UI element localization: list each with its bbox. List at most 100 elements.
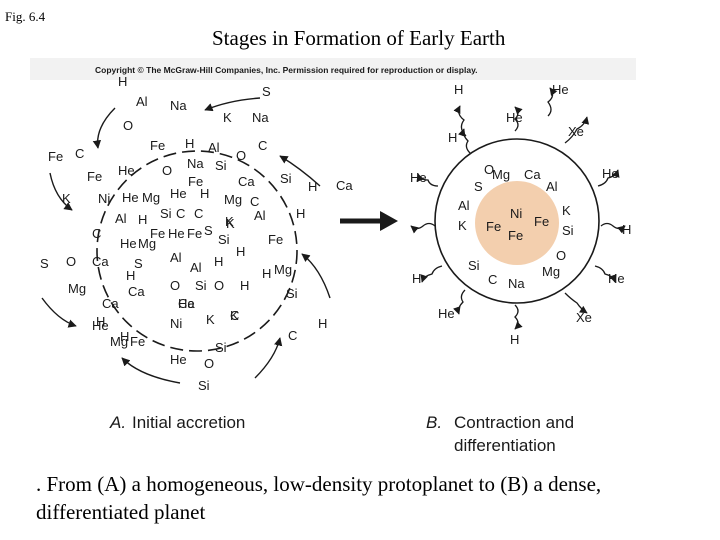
accretion-element-label: H [185,136,194,151]
accretion-element-label: Fe [130,334,145,349]
panel-a-label: Initial accretion [132,413,245,432]
accretion-element-label: Mg [224,192,242,207]
gas-escape-arrow [594,265,617,283]
mantle-element-label: K [562,203,571,218]
accretion-element-label: He [170,186,187,201]
accretion-element-label: H [240,278,249,293]
accretion-element-label: Ni [98,191,110,206]
accretion-element-label: Al [170,250,182,265]
infall-arrow [41,297,77,328]
accretion-element-label: Ca [128,284,145,299]
core-element-label: Fe [534,214,549,229]
accretion-element-label: Si [198,378,210,393]
escaping-gas-label: Xe [568,124,584,139]
accretion-element-label: H [138,212,147,227]
gas-escape-arrow [410,222,436,234]
accretion-element-label: H [214,254,223,269]
accretion-element-label: Si [160,206,172,221]
planet-core [475,181,559,265]
accretion-element-label: He [92,318,109,333]
accretion-element-label: S [40,256,49,271]
accretion-element-label: Mg [142,190,160,205]
accretion-element-label: Si [215,158,227,173]
panel-b-label-line2: differentiation [454,436,556,455]
accretion-element-label: Ca [178,296,195,311]
accretion-element-label: Al [136,94,148,109]
escaping-gas-label: He [602,166,619,181]
accretion-element-label: S [134,256,143,271]
accretion-element-label: H [200,186,209,201]
mantle-element-label: Si [468,258,480,273]
accretion-element-label: Fe [48,149,63,164]
accretion-element-label: Al [190,260,202,275]
gas-escape-arrow [547,87,558,117]
mantle-element-label: O [556,248,566,263]
infall-arrow [279,155,321,187]
accretion-element-label: K [225,214,234,229]
accretion-element-label: H [262,266,271,281]
accretion-element-label: S [204,223,213,238]
accretion-element-label: O [214,278,224,293]
accretion-element-label: Mg [274,262,292,277]
infall-arrow [92,107,116,149]
accretion-element-label: He [120,236,137,251]
accretion-element-label: C [75,146,84,161]
mantle-element-label: Na [508,276,525,291]
accretion-element-label: Si [218,232,230,247]
accretion-element-label: Fe [150,226,165,241]
mantle-element-label: O [484,162,494,177]
earth-formation-figure: Copyright © The McGraw-Hill Companies, I… [30,58,640,463]
accretion-element-label: Al [254,208,266,223]
accretion-element-label: H [96,314,105,329]
escaping-gas-label: H [510,332,519,347]
mantle-element-label: K [458,218,467,233]
infall-arrow [204,97,261,112]
accretion-element-label: C [230,308,239,323]
accretion-element-label: H [120,329,129,344]
accretion-element-label: He [122,190,139,205]
accretion-element-label: Al [115,211,127,226]
mantle-element-label: Ca [524,167,541,182]
accretion-element-label: Si [280,171,292,186]
accretion-element-label: He [118,163,135,178]
mantle-element-label: Mg [492,167,510,182]
accretion-element-label: Na [252,110,269,125]
infall-arrow [254,337,283,379]
accretion-element-label: Na [170,98,187,113]
accretion-element-label: Na [187,156,204,171]
accretion-element-label: C [194,206,203,221]
accretion-element-label: H [296,206,305,221]
core-element-label: Fe [508,228,523,243]
gas-escape-arrow [453,289,466,315]
accretion-element-label: O [162,163,172,178]
gas-escape-arrow [514,106,523,132]
escaping-gas-label: H [454,82,463,97]
mantle-element-label: Si [562,223,574,238]
slide-title: Stages in Formation of Early Earth [212,26,506,50]
accretion-element-label: C [258,138,267,153]
accretion-element-label: C [288,328,297,343]
gas-escape-arrow [458,128,471,154]
accretion-element-label: H [118,74,127,89]
escaping-gas-label: He [552,82,569,97]
gas-escape-arrow [514,304,523,330]
mantle-element-label: C [488,272,497,287]
accretion-element-label: Ca [238,174,255,189]
accretion-element-label: He [170,352,187,367]
accretion-element-label: Mg [68,281,86,296]
mantle-element-label: Al [458,198,470,213]
accretion-element-label: Fe [150,138,165,153]
accretion-element-label: O [236,148,246,163]
gas-escape-arrow [564,292,588,314]
accretion-element-label: Si [195,278,207,293]
panel-b-letter: B. [426,413,442,432]
slide-caption: . From (A) a homogeneous, low-density pr… [36,472,602,524]
gas-escape-arrow [597,169,620,187]
panel-a-letter: A. [109,413,126,432]
escaping-gas-label: He [410,170,427,185]
accretion-element-label: Fe [87,169,102,184]
gas-escape-arrow [600,222,626,234]
accretion-element-label: C [250,194,259,209]
escaping-gas-label: H [412,271,421,286]
